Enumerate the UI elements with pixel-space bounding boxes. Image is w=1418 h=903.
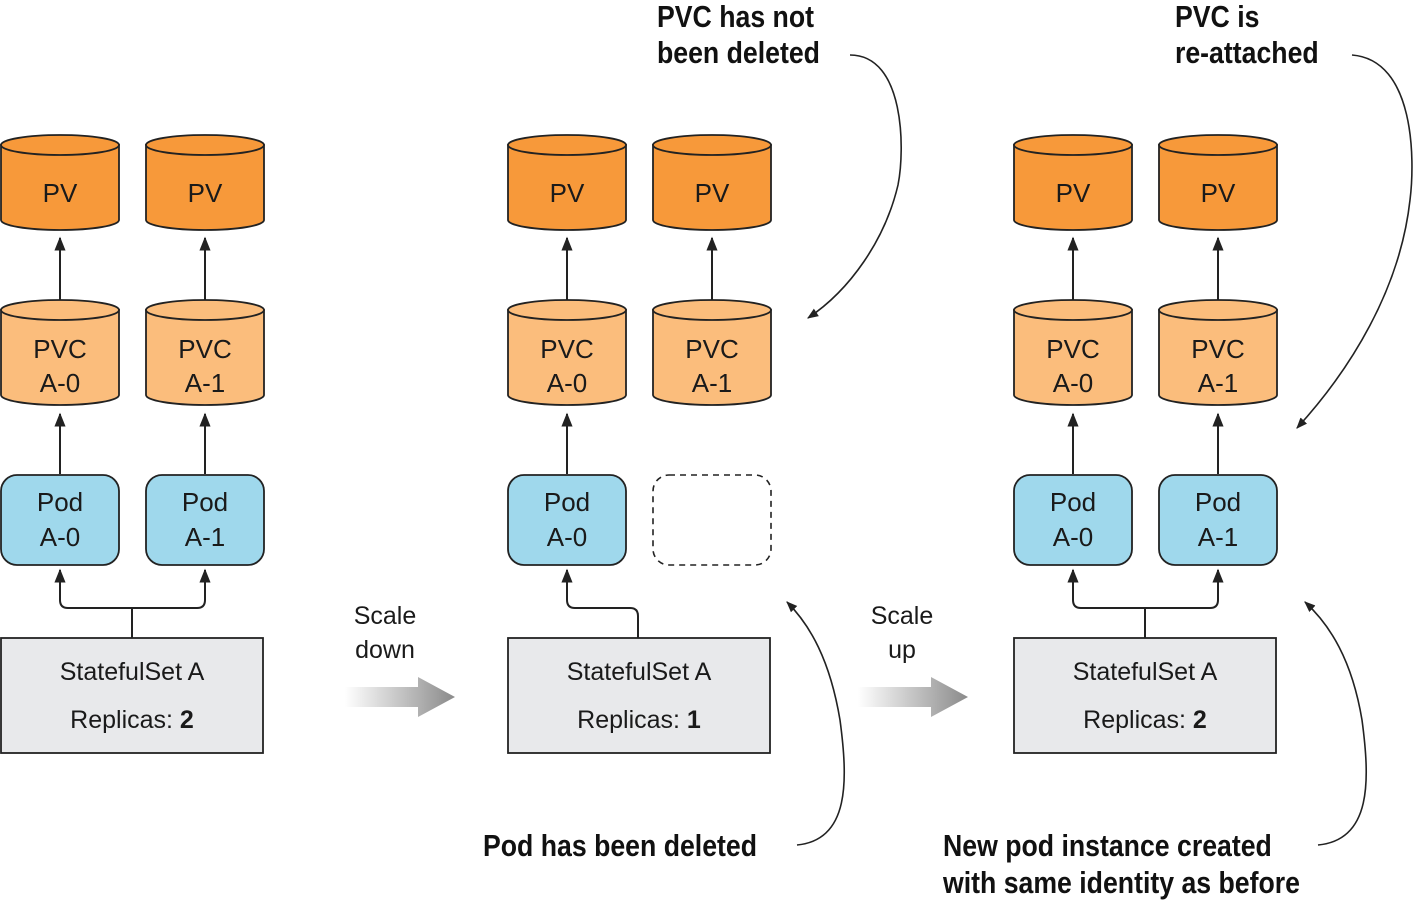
statefulset-box-1: StatefulSet A Replicas: 1: [507, 637, 771, 754]
pv-label-2-1: PV: [1201, 178, 1236, 208]
annotation-pod-deleted-line1: Pod has been deleted: [483, 829, 757, 863]
scale-up-arrow: [858, 677, 968, 717]
pvc-label-1-0: PVC: [540, 334, 593, 364]
pod-index-label-2-0: A-0: [1053, 522, 1093, 552]
pv-label-1-1: PV: [695, 178, 730, 208]
replicas-count-1: 1: [687, 706, 701, 734]
pvc-label-0-1: PVC: [178, 334, 231, 364]
pvc-label-2-0: PVC: [1046, 334, 1099, 364]
replicas-count-0: 2: [180, 706, 194, 734]
pvc-cylinder-2-1: PVC A-1: [1158, 299, 1278, 406]
pvc-cylinder-1-0: PVC A-0: [507, 299, 627, 406]
stage-0: PVPVCA-0PodA-0PVPVCA-1PodA-1StatefulSet …: [0, 134, 265, 754]
pv-cylinder-1-1: PV: [652, 134, 772, 231]
pvc-index-label-1-0: A-0: [547, 368, 587, 398]
scale-down-arrow: [345, 677, 455, 717]
pv-label-0-0: PV: [43, 178, 78, 208]
pv-cylinder-2-1: PV: [1158, 134, 1278, 231]
annotation-pvc-reattached-line2: re-attached: [1175, 36, 1319, 70]
pvc-cylinder-0-1: PVC A-1: [145, 299, 265, 406]
pod-index-label-1-0: A-0: [547, 522, 587, 552]
pv-label-2-0: PV: [1056, 178, 1091, 208]
pv-cylinder-0-1: PV: [145, 134, 265, 231]
arrow-ss-to-pod-0-0: [54, 568, 132, 609]
annotation-pvc-not-deleted: PVC has not been deleted: [657, 0, 902, 319]
arrow-ss-to-pod-0-1: [132, 568, 211, 609]
annotation-new-pod: New pod instance created with same ident…: [942, 601, 1368, 901]
pvc-label-2-1: PVC: [1191, 334, 1244, 364]
pod-label-1-0: Pod: [544, 487, 590, 517]
pod-label-2-1: Pod: [1195, 487, 1241, 517]
pv-cylinder-2-0: PV: [1013, 134, 1133, 231]
scale-up-label-line1: Scale: [871, 602, 934, 630]
arrow-ss-to-pod-2-0: [1067, 568, 1145, 609]
arrow-ss-to-pod-2-1: [1145, 568, 1224, 609]
annotation-pvc-reattached-line1: PVC is: [1175, 0, 1259, 34]
pv-cylinder-0-0: PV: [0, 134, 120, 231]
pv-label-1-0: PV: [550, 178, 585, 208]
replicas-count-2: 2: [1193, 706, 1207, 734]
replicas-prefix-2: Replicas:: [1083, 706, 1193, 734]
pvc-cylinder-1-1: PVC A-1: [652, 299, 772, 406]
annotation-new-pod-line1: New pod instance created: [943, 829, 1272, 863]
statefulset-replicas-0: Replicas: 2: [70, 706, 194, 734]
annotation-pvc-not-deleted-line2: been deleted: [657, 36, 820, 70]
statefulset-replicas-1: Replicas: 1: [577, 706, 701, 734]
pv-label-0-1: PV: [188, 178, 223, 208]
scale-down-label-line2: down: [355, 636, 415, 664]
statefulset-name-1: StatefulSet A: [567, 658, 712, 686]
annotation-new-pod-pointer: [1304, 601, 1368, 846]
annotation-pod-deleted-pointer: [786, 601, 846, 846]
replicas-prefix-1: Replicas:: [577, 706, 687, 734]
statefulset-replicas-2: Replicas: 2: [1083, 706, 1207, 734]
pvc-index-label-0-1: A-1: [185, 368, 225, 398]
pvc-cylinder-2-0: PVC A-0: [1013, 299, 1133, 406]
annotation-pvc-reattached-pointer: [1296, 54, 1413, 429]
annotation-pvc-not-deleted-line1: PVC has not: [657, 0, 814, 34]
pvc-index-label-0-0: A-0: [40, 368, 80, 398]
pod-label-0-1: Pod: [182, 487, 228, 517]
pod-index-label-0-0: A-0: [40, 522, 80, 552]
statefulset-name-0: StatefulSet A: [60, 658, 205, 686]
pvc-index-label-1-1: A-1: [692, 368, 732, 398]
scale-down-transition: Scale down: [345, 602, 455, 717]
annotation-pod-deleted: Pod has been deleted: [483, 601, 846, 864]
annotation-pvc-reattached: PVC is re-attached: [1175, 0, 1413, 429]
annotation-new-pod-line2: with same identity as before: [942, 866, 1300, 900]
pod-index-label-2-1: A-1: [1198, 522, 1238, 552]
statefulset-box-0: StatefulSet A Replicas: 2: [0, 637, 264, 754]
scale-down-label-line1: Scale: [354, 602, 417, 630]
arrow-ss-to-pod-1-0: [561, 568, 639, 638]
scale-up-transition: Scale up: [858, 602, 968, 717]
pod-index-label-0-1: A-1: [185, 522, 225, 552]
pod-label-0-0: Pod: [37, 487, 83, 517]
pvc-label-0-0: PVC: [33, 334, 86, 364]
pvc-index-label-2-1: A-1: [1198, 368, 1238, 398]
stage-2: PVPVCA-0PodA-0PVPVCA-1PodA-1StatefulSet …: [1013, 134, 1278, 754]
pvc-label-1-1: PVC: [685, 334, 738, 364]
statefulset-box-2: StatefulSet A Replicas: 2: [1013, 637, 1277, 754]
deleted-pod-placeholder-1-1: [652, 474, 772, 566]
statefulset-name-2: StatefulSet A: [1073, 658, 1218, 686]
pvc-cylinder-0-0: PVC A-0: [0, 299, 120, 406]
pvc-index-label-2-0: A-0: [1053, 368, 1093, 398]
pv-cylinder-1-0: PV: [507, 134, 627, 231]
replicas-prefix-0: Replicas:: [70, 706, 180, 734]
annotation-pvc-not-deleted-pointer: [807, 54, 902, 319]
scale-up-label-line2: up: [888, 636, 916, 664]
pod-label-2-0: Pod: [1050, 487, 1096, 517]
